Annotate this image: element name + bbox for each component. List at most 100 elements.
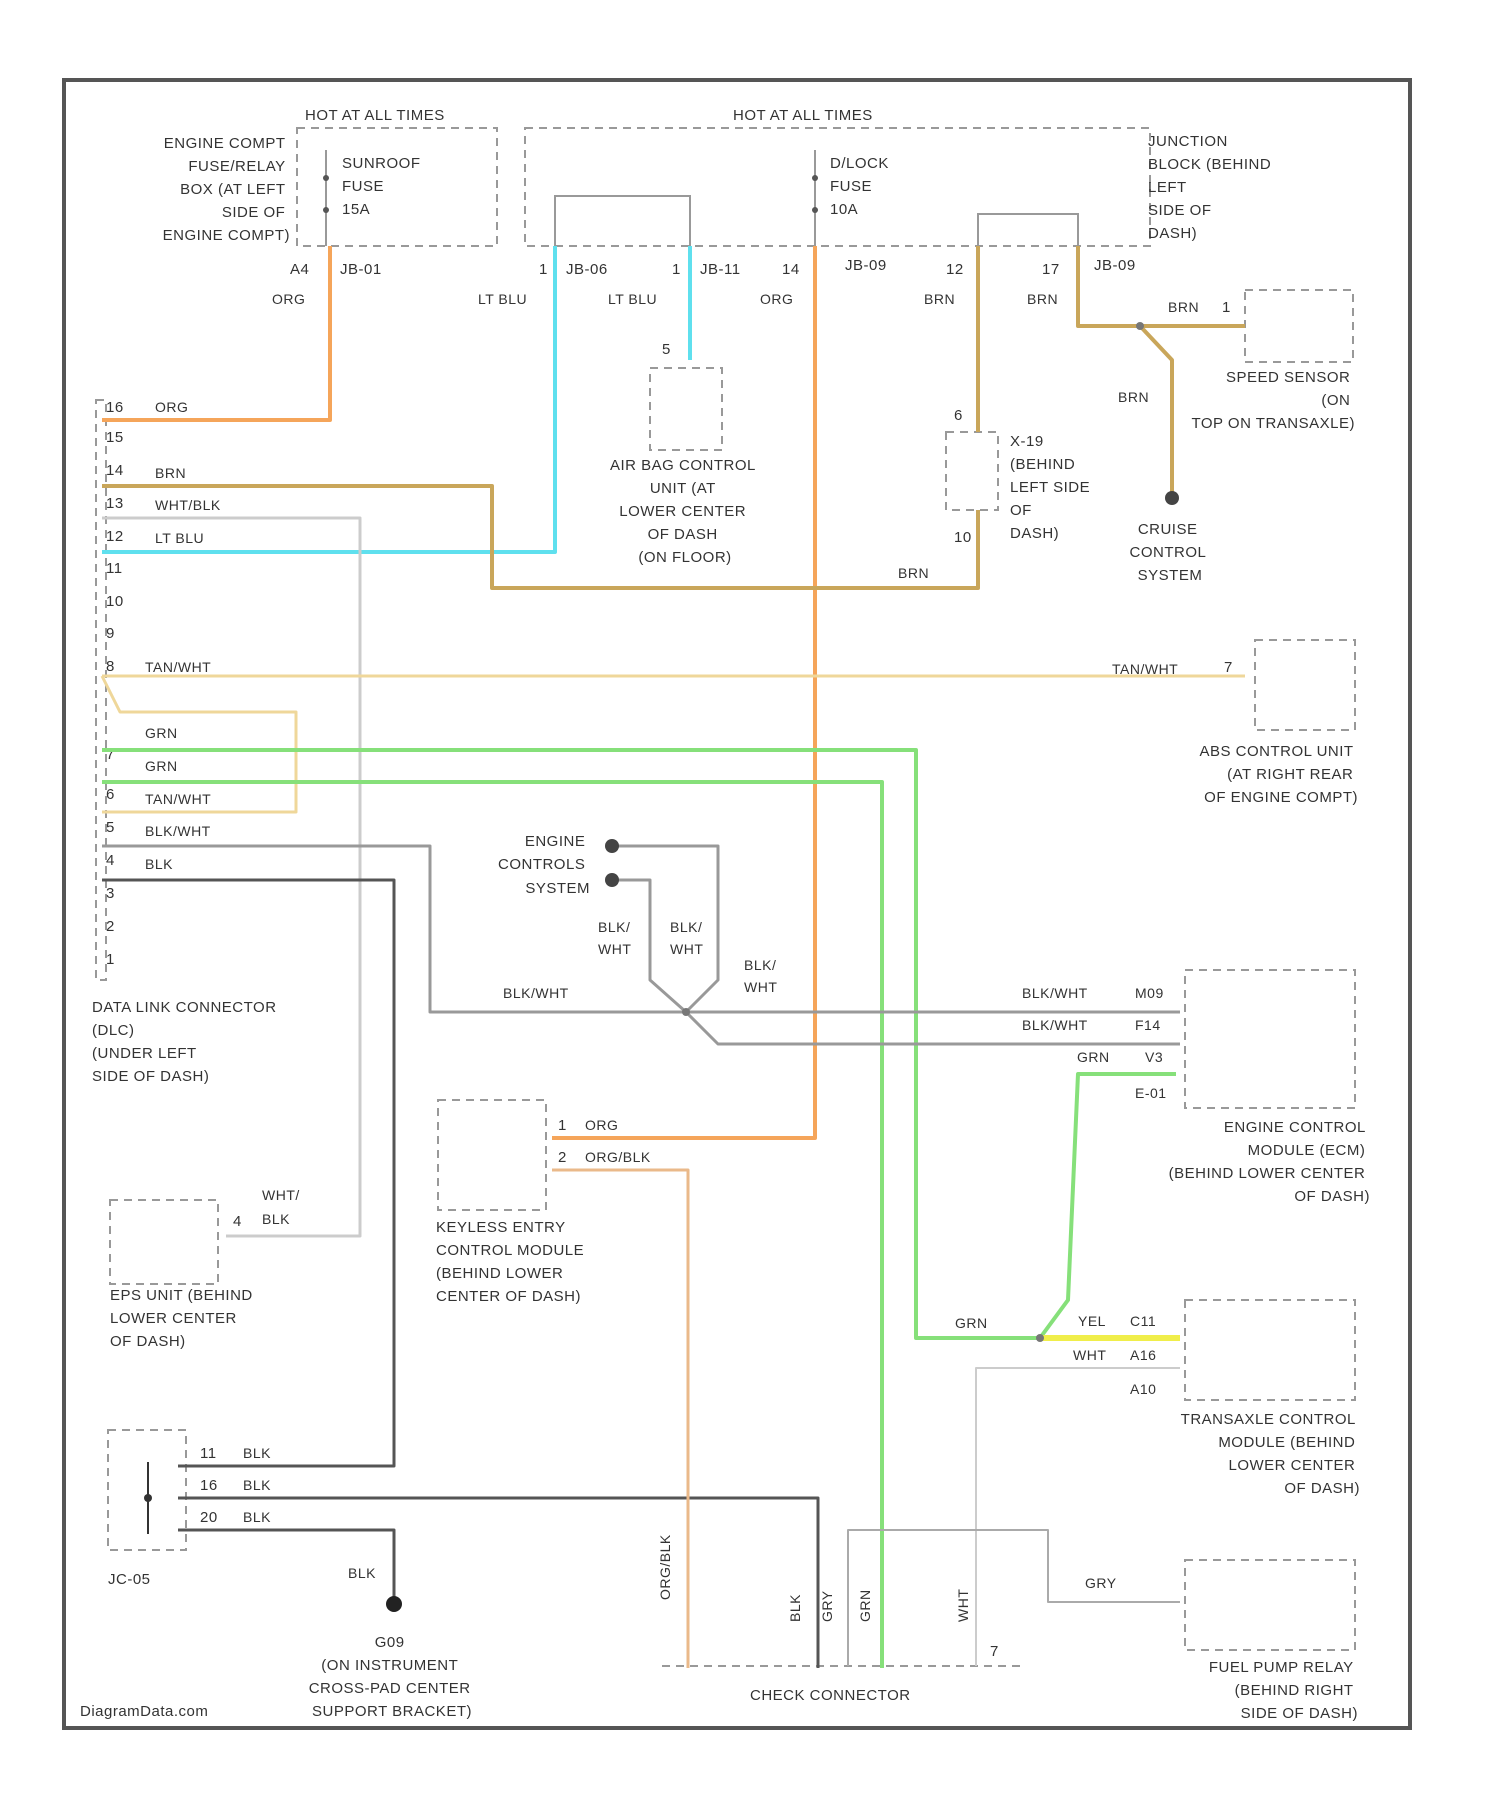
airbag-unit-box [650,368,722,450]
ground-wire-label: BLK [348,1565,376,1581]
tcm-pin-2: A16 [1130,1347,1156,1363]
dlc-wire-13: WHT/BLK [155,497,221,513]
dlock-fuse-label: D/LOCK FUSE 10A [830,155,894,218]
engine-controls-label: ENGINE CONTROLS SYSTEM [498,833,590,897]
fuel-pump-relay-label: FUEL PUMP RELAY (BEHIND RIGHT SIDE OF DA… [1209,1659,1358,1722]
jc05-wire: BLK [243,1445,271,1461]
dlock-fuse-symbol [812,150,818,246]
ecm-pin-1: M09 [1135,985,1164,1001]
dlc-wire-7a: GRN [145,725,178,741]
eps-pin: 4 [233,1213,242,1230]
jc05-pin: 16 [200,1477,218,1494]
check-connector-wire: GRY [819,1590,835,1622]
wire-label-blkwht-a: BLK/ WHT [598,919,635,957]
speed-sensor-label: SPEED SENSOR (ON TOP ON TRANSAXLE) [1191,369,1355,432]
dlc-wire-7: GRN [145,758,178,774]
wire-blk-jc05-check [178,1498,818,1668]
dlc-pin: 9 [106,625,115,642]
pin-a4: A4 [290,261,309,278]
pin-jb06: 1 [539,261,548,278]
tcm-wire-yel: YEL [1078,1313,1106,1329]
speed-sensor-pin: 1 [1222,299,1231,316]
wire-label-brn-5: BRN [898,565,929,581]
ecm-pin-4: E-01 [1135,1085,1167,1101]
eps-unit-box [110,1200,218,1284]
conn-jb06: JB-06 [566,261,608,278]
sunroof-fuse-label: SUNROOF FUSE 15A [342,155,425,218]
fuse-relay-box-label: ENGINE COMPT FUSE/RELAY BOX (AT LEFT SID… [163,135,290,244]
wire-whtblk-eps [102,518,360,1236]
dlc-wire-5: BLK/WHT [145,823,211,839]
dlc-pin: 6 [106,786,115,803]
dlc-pin: 12 [106,528,124,545]
wire-label-blkwht-b: BLK/ WHT [670,919,707,957]
dlc-wire-4: BLK [145,856,173,872]
wire-label-org-1: ORG [272,291,305,307]
jc05-label: JC-05 [108,1571,151,1588]
abs-unit-box [1255,640,1355,730]
dlc-label: DATA LINK CONNECTOR (DLC) (UNDER LEFT SI… [92,999,281,1085]
jc05-wire: BLK [243,1477,271,1493]
keyless-wire-2: ORG/BLK [585,1149,651,1165]
wire-label-blkwht-main: BLK/WHT [503,985,569,1001]
ecm-box [1185,970,1355,1108]
dlc-pin: 14 [106,462,124,479]
jc05-pin: 11 [200,1445,217,1462]
wire-label-brn-3: BRN [1168,299,1199,315]
jb-bridge-left [555,196,690,246]
wire-label-ltblu-1: LT BLU [478,291,527,307]
dlc-wire-14: BRN [155,465,186,481]
keyless-module-box [438,1100,546,1210]
dlc-pin: 13 [106,495,124,512]
keyless-pin-1: 1 [558,1117,567,1134]
conn-jb09b: JB-09 [1094,257,1136,274]
wire-brn-x19-dlc [102,486,978,588]
airbag-pin: 5 [662,341,671,358]
jb-bridge-right [978,214,1078,246]
wire-label-blkwht-c: BLK/ WHT [744,957,781,995]
dlc-wire-16: ORG [155,399,188,415]
splice-dot [1036,1334,1044,1342]
ecm-label: ENGINE CONTROL MODULE (ECM) (BEHIND LOWE… [1169,1119,1370,1205]
x19-pin-bottom: 10 [954,529,972,546]
ground-terminal [386,1596,402,1612]
keyless-pin-2: 2 [558,1149,567,1166]
wire-brn-cruise [1140,326,1172,492]
cruise-arrow-terminal [1165,491,1179,505]
ground-label: G09 (ON INSTRUMENT CROSS-PAD CENTER SUPP… [309,1634,476,1720]
wire-org-dlock-keyless [552,246,815,1138]
ecm-pin-2: F14 [1135,1017,1161,1033]
dlc-pin: 15 [106,429,124,446]
conn-jb11: JB-11 [700,261,741,278]
pin-14: 14 [782,261,800,278]
dlc-pin: 2 [106,918,115,935]
wire-gry-fpr-check [848,1530,1180,1666]
watermark: DiagramData.com [80,1703,208,1720]
dlc-wire-12: LT BLU [155,530,204,546]
dlc-pin: 10 [106,593,124,610]
sunroof-fuse-symbol [323,150,329,246]
hot-at-all-times-label-1: HOT AT ALL TIMES [305,107,445,124]
dlc-pin: 3 [106,885,115,902]
check-connector-label: CHECK CONNECTOR [750,1687,911,1704]
x19-pin-top: 6 [954,407,963,424]
hot-at-all-times-label-2: HOT AT ALL TIMES [733,107,873,124]
fuel-pump-relay-box [1185,1560,1355,1650]
eps-wire-label: WHT/ BLK [262,1187,304,1227]
jc05-pin: 20 [200,1509,218,1526]
wire-wht-tcm-check [976,1368,1180,1666]
check-connector-pin: 7 [990,1643,999,1660]
pin-12: 12 [946,261,964,278]
ecm-wire-3: GRN [1077,1049,1110,1065]
wire-blkwht-ecm-2 [686,1012,1180,1044]
pin-jb11: 1 [672,261,681,278]
tcm-label: TRANSAXLE CONTROL MODULE (BEHIND LOWER C… [1181,1411,1360,1497]
check-connector-wire: BLK [787,1594,803,1622]
conn-jb09a: JB-09 [845,257,887,274]
splice-dot [1136,322,1144,330]
ecm-pin-3: V3 [1145,1049,1163,1065]
check-connector-wire: GRN [857,1589,873,1622]
jc05-wire: BLK [243,1509,271,1525]
dlc-pin: 11 [106,560,123,577]
abs-pin: 7 [1224,659,1233,676]
